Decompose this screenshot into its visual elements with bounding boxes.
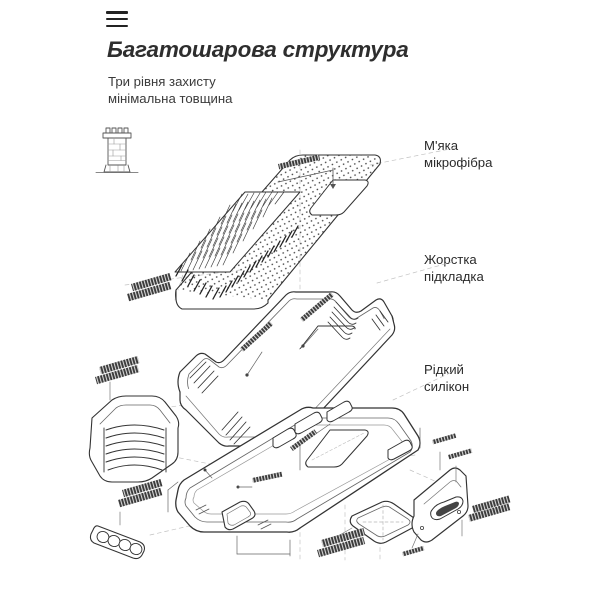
hamburger-menu-icon[interactable] (106, 11, 128, 28)
part-code-label-blocks (94, 272, 511, 558)
fortress-tower-icon (95, 127, 139, 174)
dimension-marker-thickness (277, 167, 336, 189)
microfiber-lining-layer (174, 154, 381, 310)
menu-bar-1 (106, 11, 128, 14)
button-cutouts (272, 400, 413, 461)
menu-bar-3 (106, 24, 128, 28)
dimension-leader-group-2 (245, 328, 319, 377)
micro-dimension-text (401, 433, 473, 557)
page-title: Багатошарова структура (107, 37, 409, 62)
microfiber-bristle-texture (174, 191, 301, 300)
cushion-ribs (105, 424, 165, 471)
micro-dimension-text (278, 154, 321, 170)
callout-label-rigid-backing: Жорстка підкладка (424, 252, 484, 284)
corner-bumper-detail (88, 381, 180, 483)
rigid-backing-tray-layer (177, 291, 396, 447)
micro-dimension-text (252, 429, 318, 483)
speaker-holes (195, 504, 272, 530)
menu-bar-2 (106, 17, 128, 21)
speaker-grille-detail (89, 511, 146, 560)
micro-dimension-text (239, 292, 334, 352)
callout-label-soft-microfiber: М'яка мікрофібра (424, 138, 493, 170)
page-subtitle: Три рівня захисту мінімальна товщина (108, 74, 233, 106)
callout-label-liquid-silicone: Рідкий силікон (424, 362, 470, 394)
corner-cushion-ribs-tr (327, 301, 359, 340)
liquid-silicone-shell-layer (167, 400, 421, 557)
corner-cushion-ribs-bl (189, 361, 219, 394)
button-bracket-detail (401, 433, 473, 557)
dimension-leader-group-3 (167, 423, 421, 557)
corner-cushion-ribs-r (371, 310, 389, 331)
charging-port-cutout (221, 500, 256, 531)
corner-cushion-ribs-br (221, 411, 251, 445)
